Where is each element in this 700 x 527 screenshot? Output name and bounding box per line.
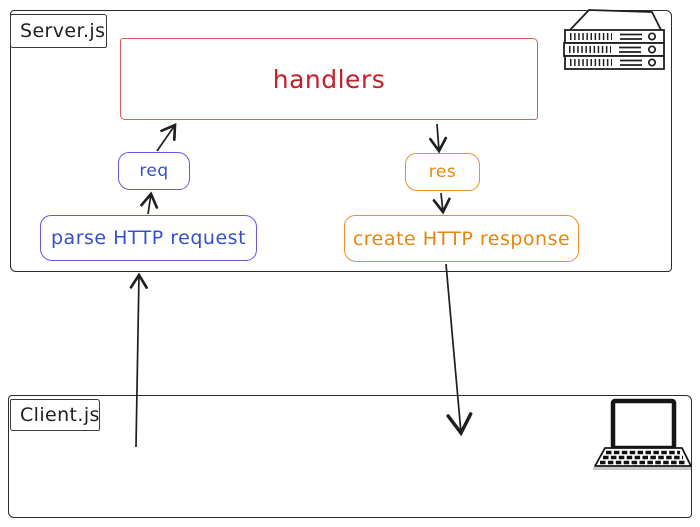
handlers-node: handlers [120,38,538,120]
parse-request-label: parse HTTP request [50,227,247,249]
handlers-label: handlers [272,64,386,94]
server-box [10,10,672,272]
client-label-box: Client.js [10,399,100,431]
create-response-label: create HTTP response [352,227,571,250]
server-label-box: Server.js [10,14,107,48]
res-label: res [428,162,457,182]
client-box [8,395,692,518]
req-node: req [118,152,190,190]
laptop-icon [593,398,692,470]
parse-request-node: parse HTTP request [40,215,257,261]
server-rack-icon [563,9,665,70]
create-response-node: create HTTP response [344,215,579,262]
res-node: res [405,153,480,191]
server-label: Server.js [20,20,106,42]
req-label: req [139,161,169,181]
client-label: Client.js [20,404,100,426]
